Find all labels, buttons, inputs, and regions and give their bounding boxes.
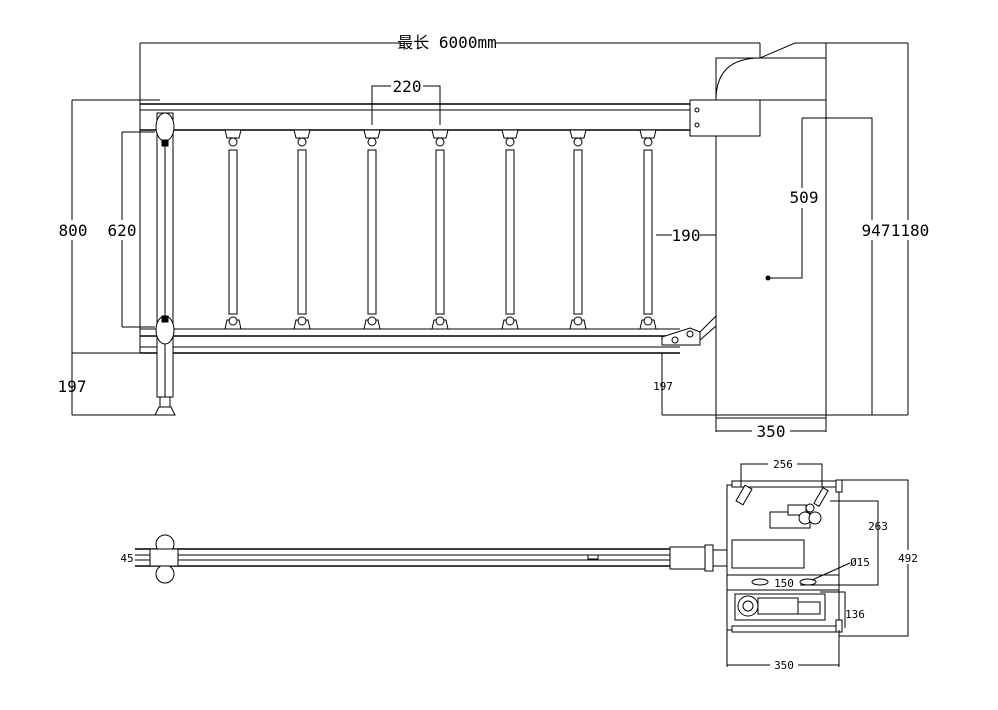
foot-icon bbox=[154, 406, 176, 416]
baluster-group bbox=[224, 129, 657, 330]
width-350-label: 350 bbox=[757, 422, 786, 441]
left-offset-label: 197 bbox=[58, 377, 87, 396]
depth-263-label: 263 bbox=[868, 520, 888, 533]
height-509-label: 509 bbox=[790, 188, 819, 207]
front-view: 最长 6000mm 220 800 620 197 bbox=[55, 33, 930, 441]
mounting-hole-icon bbox=[751, 578, 769, 586]
arm-height-label: 620 bbox=[108, 221, 137, 240]
gap-190-label: 190 bbox=[672, 226, 701, 245]
height-947-label: 947 bbox=[862, 221, 891, 240]
hole-diameter-label: Ø15 bbox=[850, 556, 870, 569]
top-view: 45 256 bbox=[120, 458, 920, 672]
width-256-label: 256 bbox=[773, 458, 793, 471]
bar-width-label: 45 bbox=[120, 552, 133, 565]
length-dimension-label: 最长 6000mm bbox=[397, 33, 496, 52]
mounting-hole-icon bbox=[799, 578, 817, 586]
width-350-bottom-label: 350 bbox=[774, 659, 794, 672]
height-1180-label: 1180 bbox=[891, 221, 930, 240]
wheel-icon bbox=[155, 564, 175, 584]
arm-bracket bbox=[661, 327, 701, 346]
hole-spacing-label: 150 bbox=[774, 577, 794, 590]
right-offset-label: 197 bbox=[653, 380, 673, 393]
depth-492-label: 492 bbox=[898, 552, 918, 565]
height-800-label: 800 bbox=[59, 221, 88, 240]
spacing-dimension-label: 220 bbox=[393, 77, 422, 96]
depth-136-label: 136 bbox=[845, 608, 865, 621]
